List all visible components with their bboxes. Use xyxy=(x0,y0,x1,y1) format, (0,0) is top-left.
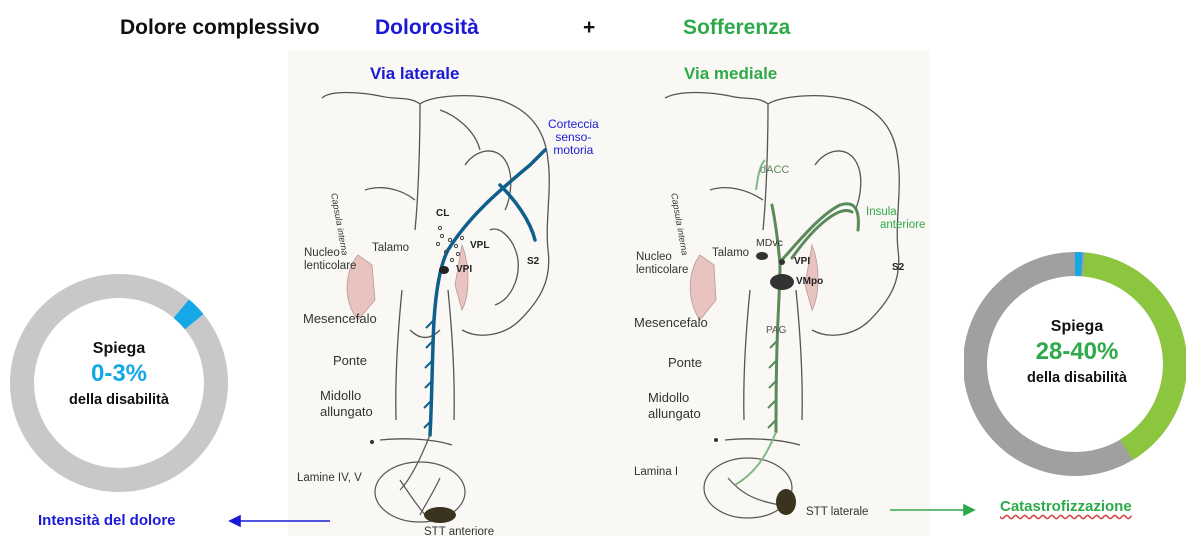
cl-label: CL xyxy=(436,208,449,219)
cortex-label: Corteccia senso- motoria xyxy=(548,118,599,157)
right-talamo-label: Talamo xyxy=(712,247,749,260)
left-mesencefalo-label: Mesencefalo xyxy=(303,312,377,325)
lamina-label: Lamina I xyxy=(634,466,678,479)
right-arrow xyxy=(890,505,974,515)
dacc-label: dACC xyxy=(760,164,789,177)
right-stt-nucleus xyxy=(776,489,796,515)
lamine-label: Lamine IV, V xyxy=(297,472,362,485)
catastrofizzazione-label: Catastrofizzazione xyxy=(1000,498,1132,515)
vmpo-label: VMpo xyxy=(796,276,823,287)
vpl-label: VPL xyxy=(470,240,489,251)
right-ring-line1: Spiega xyxy=(992,318,1162,336)
right-ring-value: 28-40% xyxy=(992,338,1162,366)
right-ring-line3: della disabilità xyxy=(992,370,1162,386)
right-ponte-label: Ponte xyxy=(668,356,702,369)
insula-label: Insula anteriore xyxy=(866,206,925,232)
left-vpi-label: VPI xyxy=(456,264,472,275)
left-s2-label: S2 xyxy=(527,256,539,267)
left-talamo-label: Talamo xyxy=(372,242,409,255)
right-vpi-label: VPI xyxy=(794,256,810,267)
left-ring-text: Spiega 0-3% della disabilità xyxy=(40,340,198,408)
left-lateral-pathway xyxy=(430,150,545,435)
stt-anteriore-label: STT anteriore xyxy=(424,526,494,539)
stt-laterale-label: STT laterale xyxy=(806,506,868,519)
right-nucleo-label: Nucleo lenticolare xyxy=(636,251,688,277)
right-s2-label: S2 xyxy=(892,262,904,273)
left-midollo-label: Midollo allungato xyxy=(320,388,373,420)
right-midollo-label: Midollo allungato xyxy=(648,390,701,422)
left-ring-line1: Spiega xyxy=(40,340,198,358)
right-lenticular-nucleus xyxy=(690,255,716,320)
right-medial-pathway xyxy=(772,204,858,432)
via-mediale-title: Via mediale xyxy=(684,64,777,84)
left-nucleo-label: Nucleo lenticolare xyxy=(304,247,356,273)
left-ring-value: 0-3% xyxy=(40,360,198,388)
intensita-label: Intensità del dolore xyxy=(38,512,176,529)
pag-label: PAG xyxy=(766,324,786,337)
via-laterale-title: Via laterale xyxy=(370,64,459,84)
right-mesencefalo-label: Mesencefalo xyxy=(634,316,708,329)
left-ring-line3: della disabilità xyxy=(40,392,198,408)
mdvc-label: MDvc xyxy=(756,237,783,250)
left-ring-arc xyxy=(181,309,194,322)
left-ponte-label: Ponte xyxy=(333,354,367,367)
right-ring-text: Spiega 28-40% della disabilità xyxy=(992,318,1162,386)
left-arrow xyxy=(230,516,330,526)
left-stt-nucleus xyxy=(424,507,456,523)
